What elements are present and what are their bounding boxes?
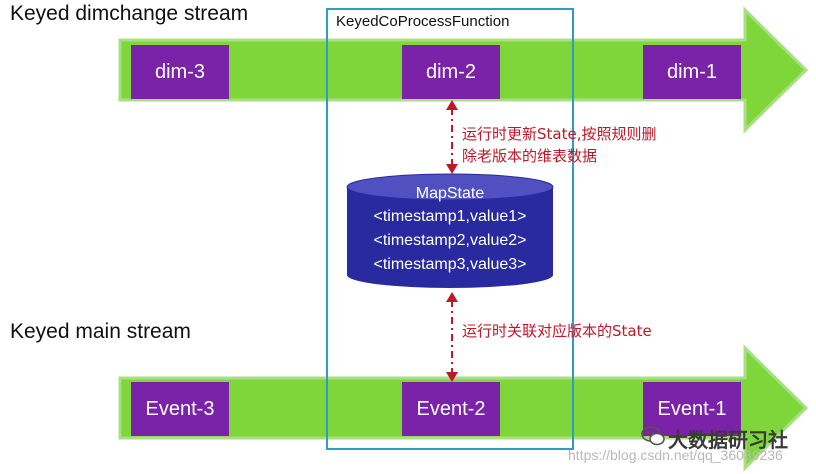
operator-label: KeyedCoProcessFunction [336,13,510,30]
dim-box-2: dim-2 [402,45,500,99]
dim-box-3: dim-3 [131,45,229,99]
mapstate-entry-2: <timestamp2,value2> [373,232,527,249]
update-annotation-line-2: 除老版本的维表数据 [462,147,598,165]
keyed-coprocess-function-frame [326,8,574,450]
event-box-1: Event-1 [643,382,741,436]
watermark-account-name: 大数据研习社 [668,428,788,452]
lookup-annotation: 运行时关联对应版本的State [462,322,652,340]
dim-box-1: dim-1 [643,45,741,99]
event-box-2: Event-2 [402,382,500,436]
watermark-url: https://blog.csdn.net/qq_36039236 [568,447,783,463]
mapstate-entry-3: <timestamp3,value3> [373,256,527,273]
mapstate-entry-1: <timestamp1,value1> [373,208,527,225]
update-annotation-line-1: 运行时更新State,按照规则删 [462,125,657,143]
mapstate-cylinder [346,173,554,288]
event-box-3: Event-3 [131,382,229,436]
mapstate-title: MapState [415,185,485,202]
dim-stream-title: Keyed dimchange stream [10,2,249,25]
lookup-connector [446,292,458,382]
update-connector [446,100,458,174]
main-stream-title: Keyed main stream [10,320,191,343]
wechat-icon [641,426,665,446]
